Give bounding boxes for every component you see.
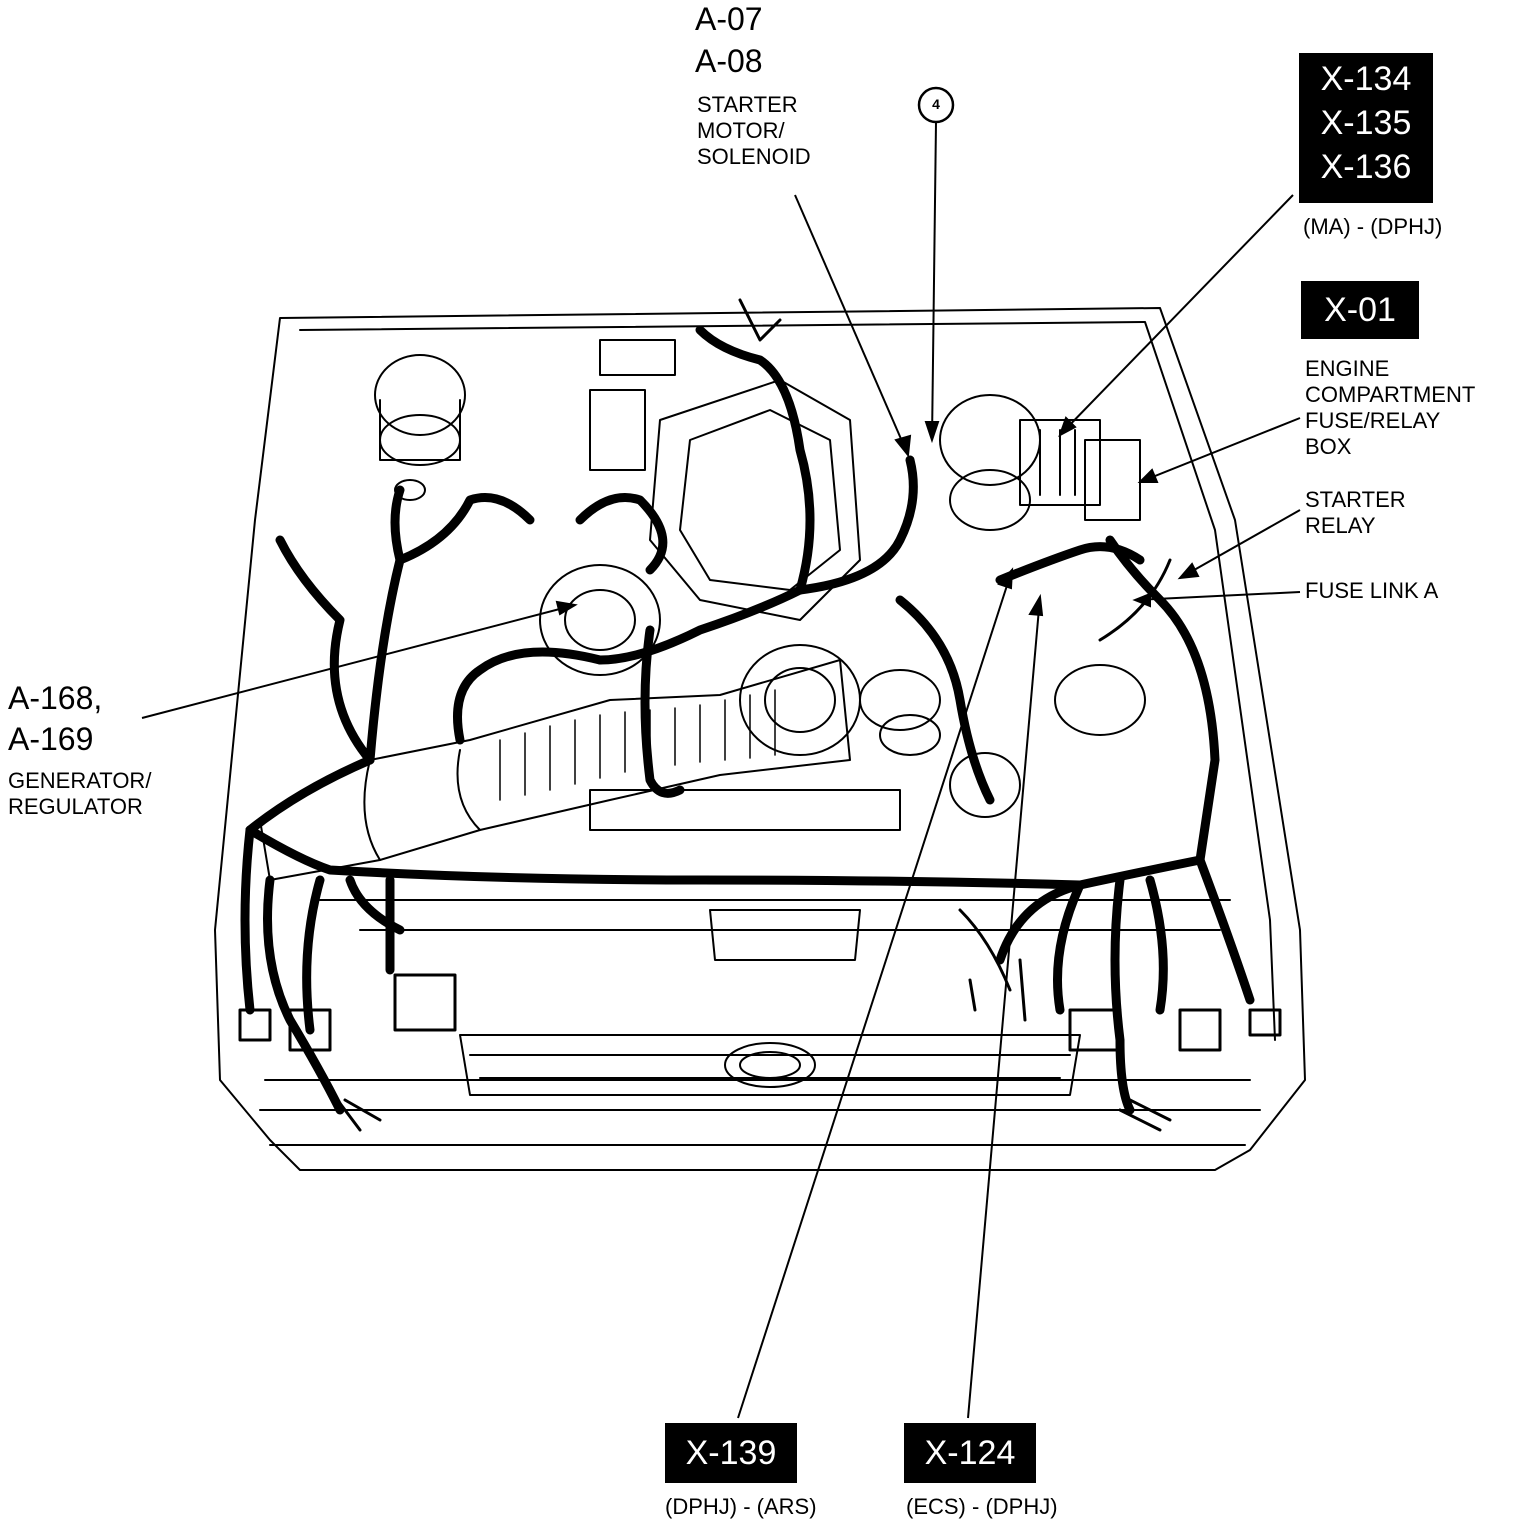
ground-marker-number: 4 [932, 96, 940, 112]
starter-label-line-1: STARTER [697, 92, 798, 117]
x01-box: X-01 [1301, 281, 1419, 339]
starter-label-line-3: SOLENOID [697, 144, 811, 169]
starter-code-1: A-07 [695, 1, 763, 37]
x139-box: X-139 [665, 1423, 797, 1483]
x139-subtitle: (DPHJ) - (ARS) [665, 1494, 817, 1519]
starter-code-2: A-08 [695, 43, 763, 79]
left-reservoirs [374, 339, 676, 501]
x136-code: X-136 [1320, 148, 1412, 186]
x124-code: X-124 [924, 1434, 1016, 1472]
starter-label-line-2: MOTOR/ [697, 118, 785, 143]
x124-subtitle: (ECS) - (DPHJ) [906, 1494, 1058, 1519]
generator-code-1: A-168, [8, 680, 103, 716]
x01-label-line-1: ENGINE [1305, 356, 1390, 381]
x124-box: X-124 [904, 1423, 1036, 1483]
thin-wiring [238, 298, 1282, 1132]
x134-code: X-134 [1320, 60, 1412, 98]
x134-group-box: X-134 X-135 X-136 [1299, 53, 1433, 203]
generator-label-line-1: GENERATOR/ [8, 768, 152, 793]
wiring-harness [240, 325, 1255, 1115]
x01-label-line-4: BOX [1305, 434, 1352, 459]
starter-relay-line-1: STARTER [1305, 487, 1406, 512]
ground-marker-circle [917, 86, 955, 124]
fuse-link-label: FUSE LINK A [1305, 578, 1439, 603]
leader-lines [141, 121, 1301, 1419]
x139-code: X-139 [685, 1434, 777, 1472]
generator-code-2: A-169 [8, 721, 94, 757]
x134-group-subtitle: (MA) - (DPHJ) [1303, 214, 1443, 239]
starter-relay-line-2: RELAY [1305, 513, 1376, 538]
x01-label-line-2: COMPARTMENT [1305, 382, 1476, 407]
generator-label-line-2: REGULATOR [8, 794, 143, 819]
x01-code: X-01 [1324, 291, 1396, 329]
engine-block [539, 379, 941, 831]
x01-label-line-3: FUSE/RELAY [1305, 408, 1441, 433]
vehicle-body [214, 307, 1306, 1171]
x135-code: X-135 [1320, 104, 1412, 142]
right-side-components [939, 394, 1146, 818]
